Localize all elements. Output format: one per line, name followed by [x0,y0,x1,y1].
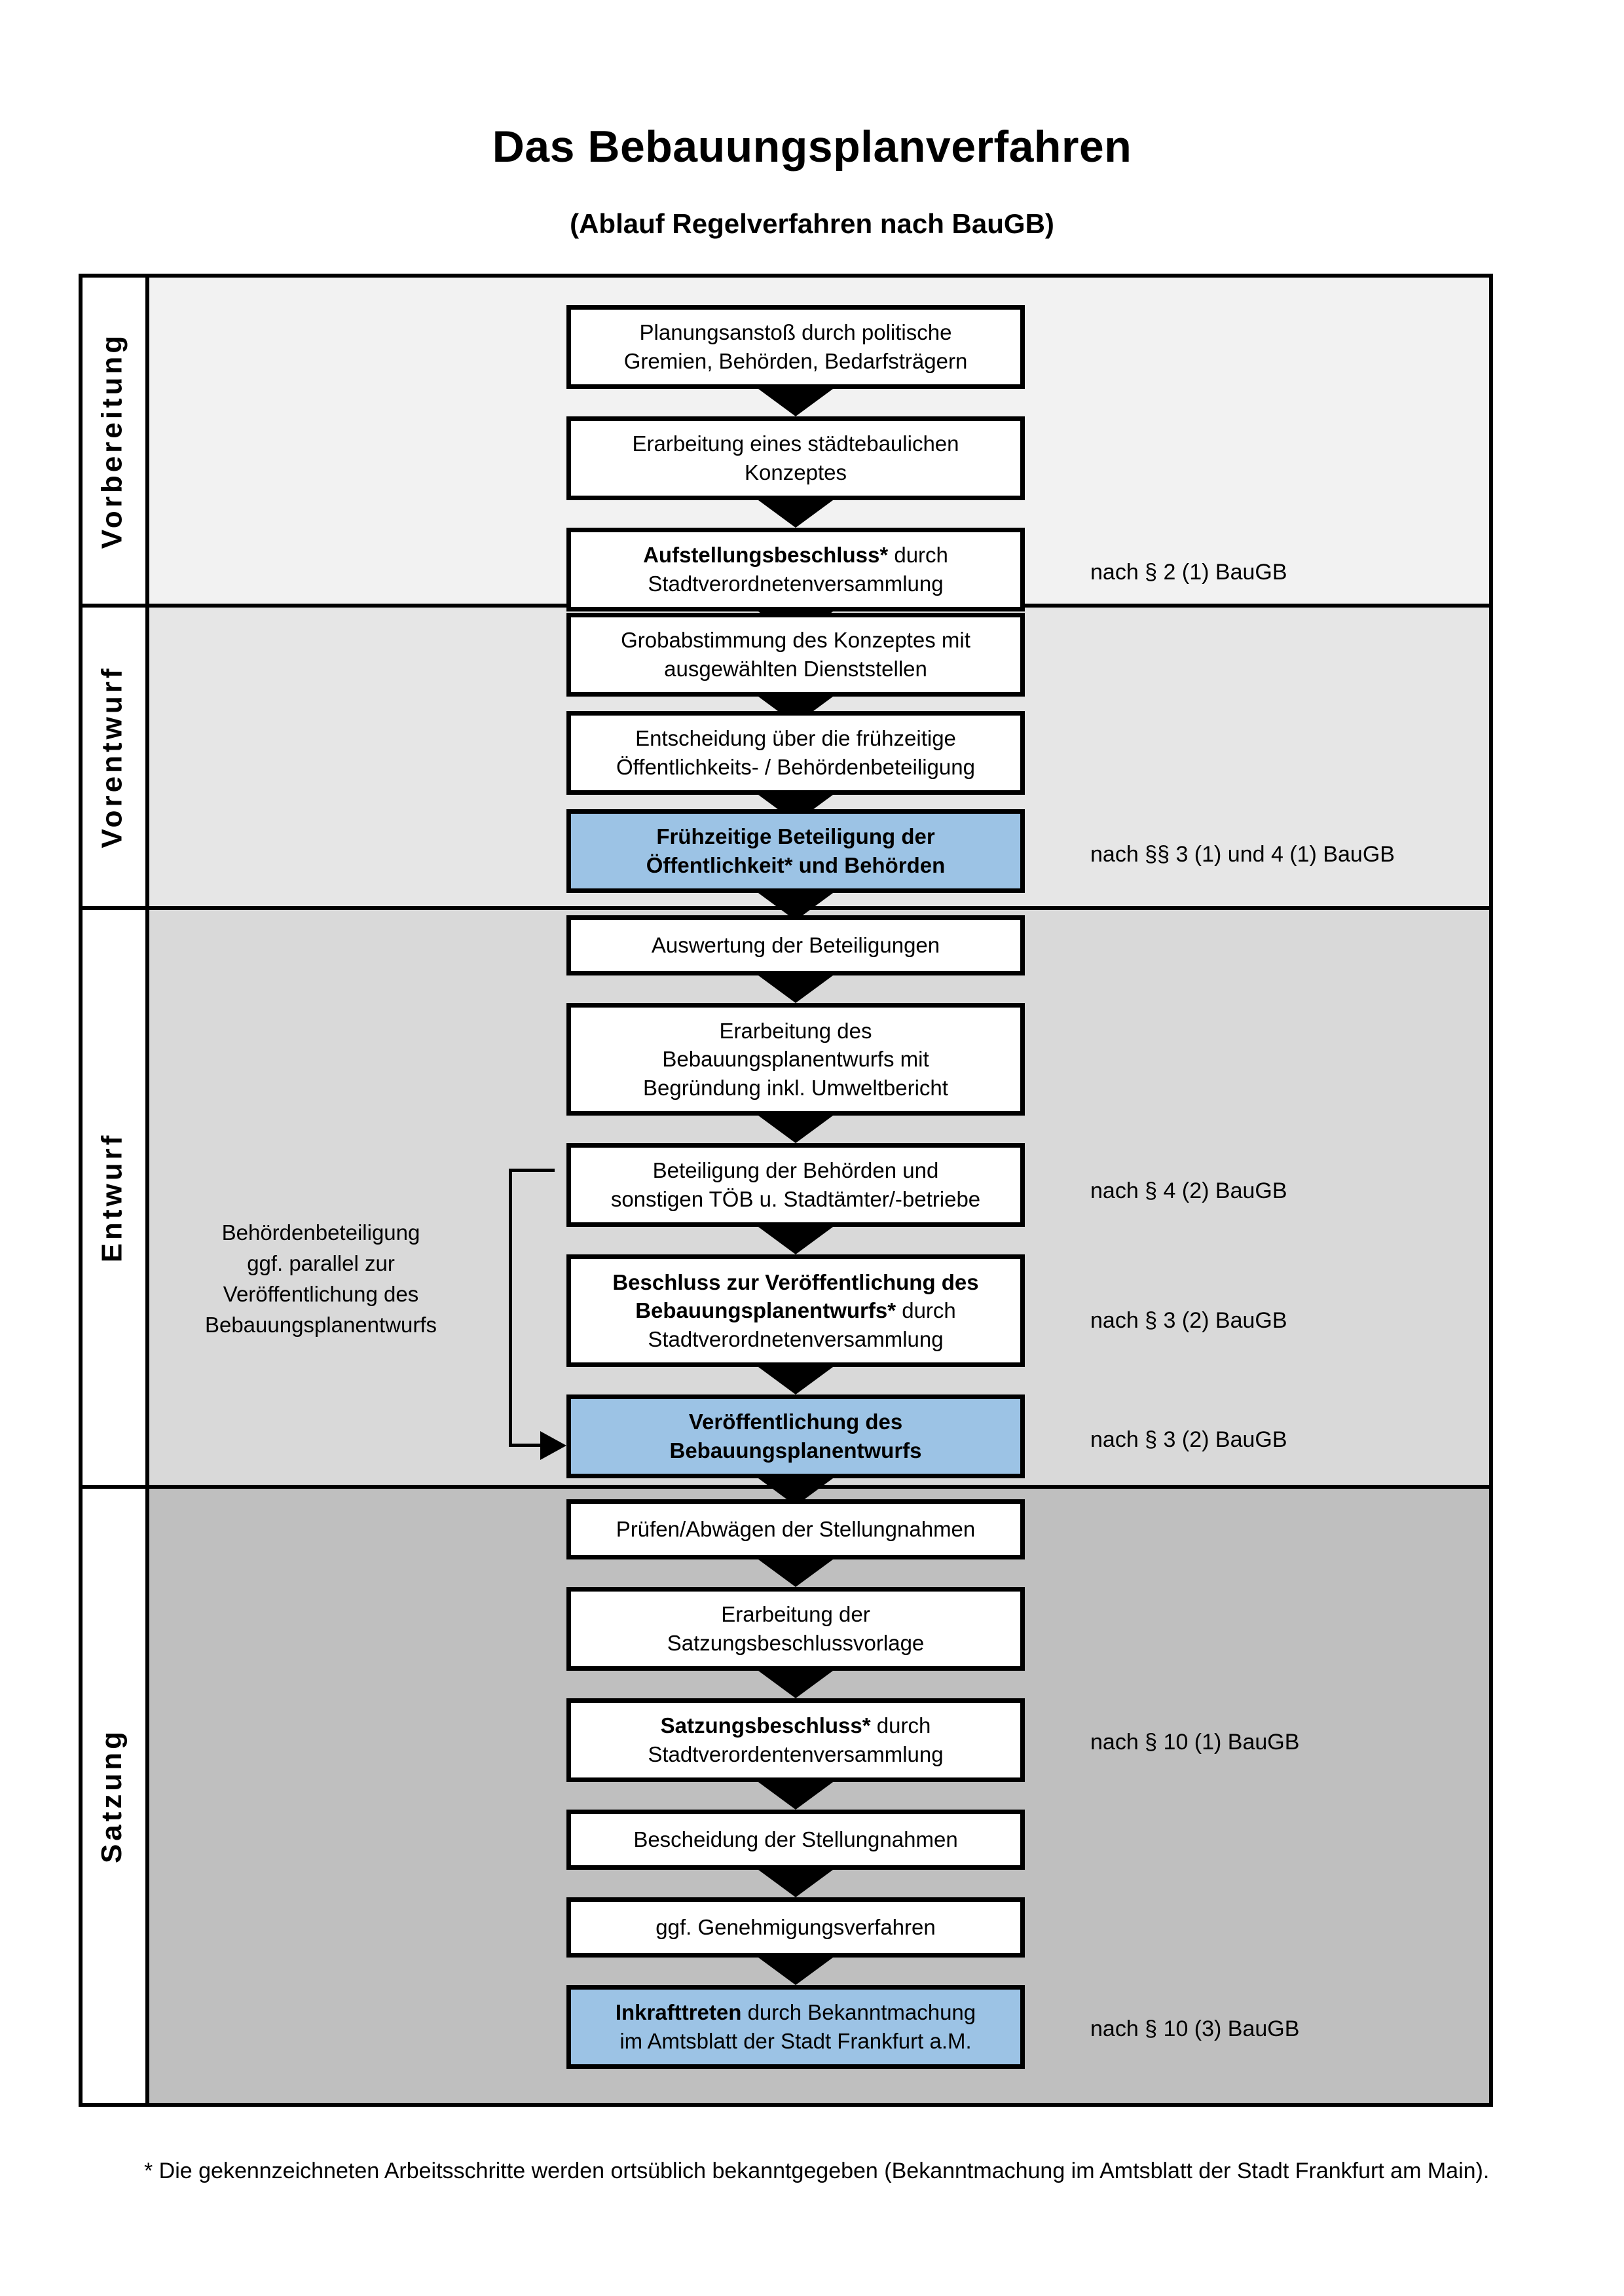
step-line: Prüfen/Abwägen der Stellungnahmen [616,1517,976,1542]
step-line: ggf. Genehmigungsverfahren [655,1915,936,1940]
step-box-planungsanstoss[interactable]: Planungsanstoß durch politische Gremien,… [566,305,1025,389]
step-line: Beschluss zur Veröffentlichung des [612,1269,979,1294]
step-line: Aufstellungsbeschluss* durch [643,541,948,570]
step-line: Entscheidung über die frühzeitige [635,726,956,751]
loop-connector-vertical-segment [509,1169,512,1447]
side-note-behoerdenbeteiligung: Behördenbeteiligung ggf. parallel zur Ve… [177,1218,465,1340]
side-note-line: Bebauungsplanentwurfs [204,1312,437,1337]
flow-arrow [758,500,833,528]
phase-label-satzung: Satzung [79,1489,145,2103]
step-line: Bebauungsplanentwurfs mit [662,1047,929,1072]
step-box-veroeffentlichung-bplan[interactable]: Veröffentlichung des Bebauungsplanentwur… [566,1394,1025,1478]
step-line: Grobabstimmung des Konzeptes mit [621,628,970,653]
law-annotation-s14: nach § 10 (1) BauGB [1090,1730,1300,1755]
loop-connector-bottom-segment [509,1444,543,1447]
step-line: Bebauungsplanentwurfs* durch [612,1296,978,1325]
step-line: Auswertung der Beteiligungen [651,933,940,958]
law-annotation-s10: nach § 3 (2) BauGB [1090,1308,1287,1333]
page-subtitle: (Ablauf Regelverfahren nach BauGB) [570,208,1054,239]
step-line: Veröffentlichung des [688,1410,903,1434]
step-line: Frühzeitige Beteiligung der [656,824,935,849]
step-bold-text: Inkrafttreten [615,2000,742,2025]
step-box-beschluss-veroeffentlichung[interactable]: Beschluss zur Veröffentlichung des Bebau… [566,1254,1025,1367]
step-line: Konzeptes [745,460,847,484]
diagram-frame [79,274,1493,2107]
flow-arrow [758,1671,833,1698]
phase-label-text: Satzung [96,1728,128,1864]
law-annotation-s17: nach § 10 (3) BauGB [1090,2016,1300,2041]
phase-label-vorentwurf: Vorentwurf [79,608,145,906]
flow-arrow [758,975,833,1003]
step-line: Stadtverordentenversammlung [648,1742,944,1766]
law-annotation-s11: nach § 3 (2) BauGB [1090,1427,1287,1452]
step-line: Öffentlichkeits- / Behördenbeteiligung [616,755,975,779]
step-bold-text: Bebauungsplanentwurfs* [635,1298,896,1323]
step-line: sonstigen TÖB u. Stadtämter/-betriebe [610,1187,981,1211]
step-line: Satzungsbeschlussvorlage [667,1631,925,1655]
loop-connector-top-segment [509,1169,555,1172]
step-line: Erarbeitung des [719,1018,872,1043]
law-annotation-s3: nach § 2 (1) BauGB [1090,560,1287,585]
step-box-satzungsbeschluss[interactable]: Satzungsbeschluss* durch Stadtverordente… [566,1698,1025,1782]
step-line: Satzungsbeschluss* durch [648,1711,943,1740]
side-note-line: ggf. parallel zur [247,1250,395,1275]
step-line-rest: durch [870,1713,931,1738]
side-note-line: Veröffentlichung des [223,1281,419,1306]
law-annotation-s9: nach § 4 (2) BauGB [1090,1178,1287,1203]
step-line: Bebauungsplanentwurfs [669,1438,922,1463]
side-note-line: Behördenbeteiligung [221,1220,420,1245]
step-box-erarbeitung-bplan-entwurf[interactable]: Erarbeitung des Bebauungsplanentwurfs mi… [566,1003,1025,1116]
step-line-rest: durch [896,1298,956,1323]
step-line: Planungsanstoß durch politische [639,320,952,345]
flow-arrow [758,1559,833,1587]
step-bold-text: Aufstellungsbeschluss* [643,543,889,568]
phase-label-vorbereitung: Vorbereitung [79,278,145,604]
flow-arrow [758,1116,833,1143]
flow-arrow [758,1227,833,1254]
flow-arrow [758,389,833,416]
page-title: Das Bebauungsplanverfahren [492,122,1132,172]
step-line: Bescheidung der Stellungnahmen [633,1827,958,1852]
phase-label-text: Vorentwurf [96,665,128,848]
step-line: Erarbeitung der [721,1602,870,1627]
step-box-staedtebauliches-konzept[interactable]: Erarbeitung eines städtebaulichen Konzep… [566,416,1025,500]
flow-arrow [758,1782,833,1810]
step-box-pruefen-abwaegen[interactable]: Prüfen/Abwägen der Stellungnahmen [566,1499,1025,1559]
step-box-bescheidung-stellungnahmen[interactable]: Bescheidung der Stellungnahmen [566,1810,1025,1870]
step-line: Stadtverordnetenversammlung [648,1326,944,1351]
footnote-text: * Die gekennzeichneten Arbeitsschritte w… [144,2159,1490,2183]
step-box-grobabstimmung[interactable]: Grobabstimmung des Konzeptes mit ausgewä… [566,613,1025,697]
law-annotation-s6: nach §§ 3 (1) und 4 (1) BauGB [1090,842,1395,867]
step-box-entscheidung-fruehzeitige[interactable]: Entscheidung über die frühzeitige Öffent… [566,711,1025,795]
step-line: Inkrafttreten durch Bekanntmachung [616,1998,976,2027]
step-line: Erarbeitung eines städtebaulichen [632,431,959,456]
step-box-inkrafttreten[interactable]: Inkrafttreten durch Bekanntmachung im Am… [566,1985,1025,2069]
step-box-beteiligung-behoerden-toeb[interactable]: Beteiligung der Behörden und sonstigen T… [566,1143,1025,1227]
step-box-auswertung-beteiligungen[interactable]: Auswertung der Beteiligungen [566,915,1025,975]
flow-arrow [758,1958,833,1985]
step-line: im Amtsblatt der Stadt Frankfurt a.M. [619,2029,972,2053]
step-bold-text: Satzungsbeschluss* [660,1713,871,1738]
phase-label-entwurf: Entwurf [79,910,145,1485]
flow-arrow [758,1870,833,1897]
step-line: Beteiligung der Behörden und [652,1158,939,1183]
loop-connector-arrowhead-icon [540,1431,566,1460]
step-line-rest: durch [888,543,948,568]
step-box-fruehzeitige-beteiligung[interactable]: Frühzeitige Beteiligung der Öffentlichke… [566,809,1025,893]
phase-label-text: Entwurf [96,1132,128,1263]
step-line: Begründung inkl. Umweltbericht [643,1075,948,1100]
phase-label-text: Vorbereitung [96,332,128,549]
step-line: Stadtverordnetenversammlung [648,572,944,596]
step-box-aufstellungsbeschluss[interactable]: Aufstellungsbeschluss* durch Stadtverord… [566,528,1025,611]
step-line-rest: durch Bekanntmachung [741,2000,976,2025]
step-box-erarbeitung-satzungsbeschlussvorlage[interactable]: Erarbeitung der Satzungsbeschlussvorlage [566,1587,1025,1671]
step-line: ausgewählten Dienststellen [664,657,927,681]
flow-arrow [758,1367,833,1394]
step-line: Öffentlichkeit* und Behörden [646,853,946,877]
phase-label-column-divider [145,274,149,2107]
step-line: Gremien, Behörden, Bedarfsträgern [623,349,968,373]
step-box-genehmigungsverfahren[interactable]: ggf. Genehmigungsverfahren [566,1897,1025,1958]
